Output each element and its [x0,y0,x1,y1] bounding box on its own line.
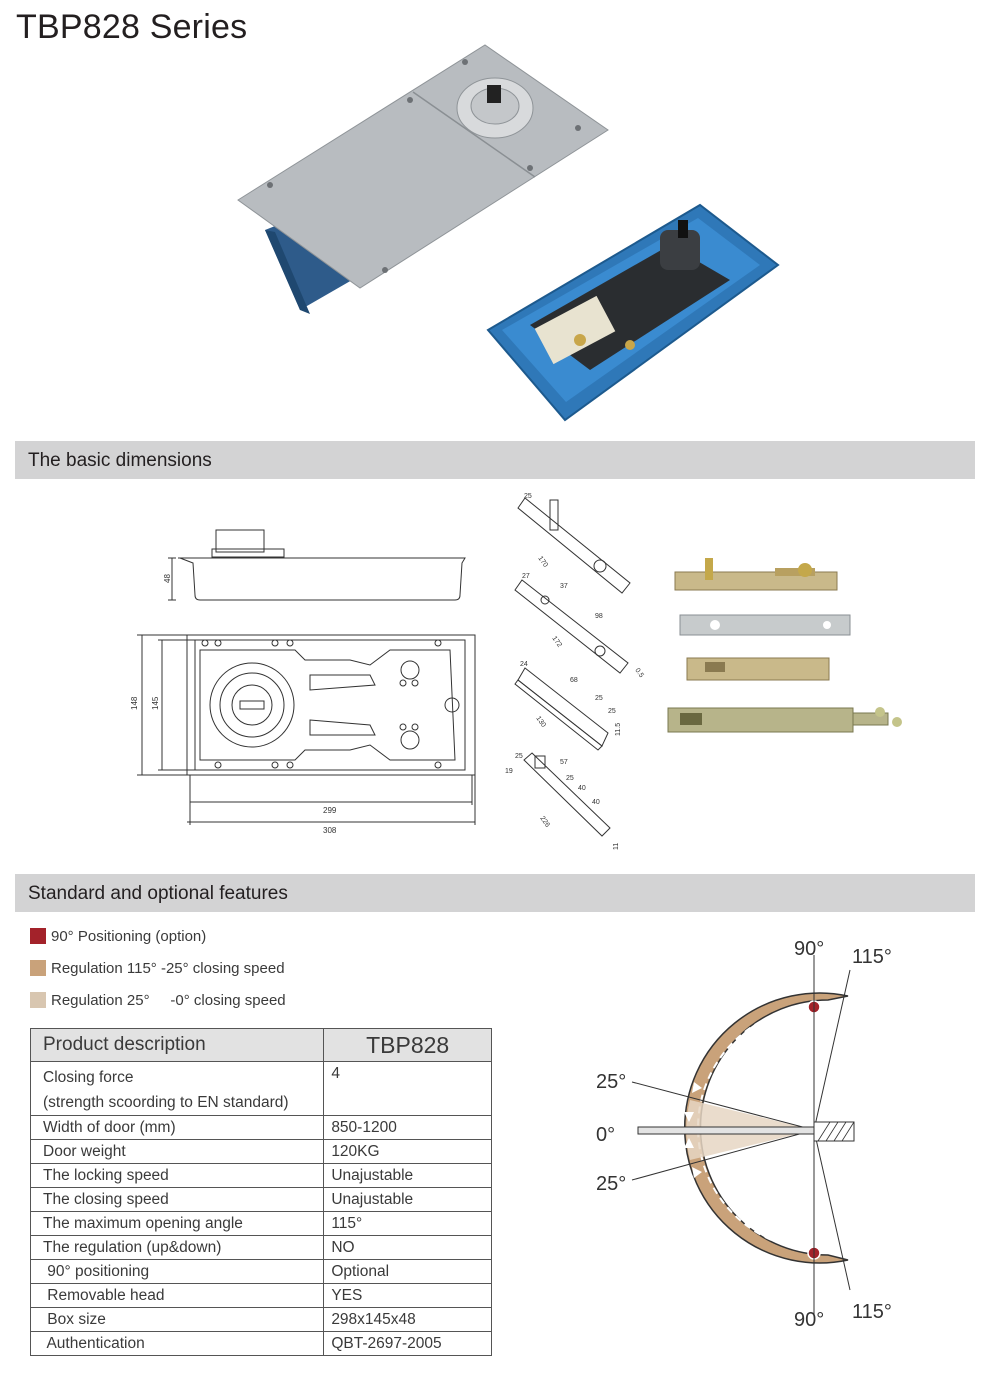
dim-part3-f: 11.5 [615,723,622,736]
dim-part4-a: 25 [515,753,523,760]
legend-swatch [30,960,46,976]
dim-148: 148 [130,696,139,710]
label-upper-25: 25° [596,1071,626,1093]
parts-photo [667,558,902,733]
dim-part3-e: 130 [534,715,546,729]
table-header-description: Product description [29,1028,325,1062]
dim-part3-b: 68 [570,677,578,684]
section-header-features: Standard and optional features [15,874,975,912]
page-title: TBP828 Series [16,8,248,46]
dim-part4-f: 40 [592,799,600,806]
parts-drawing: 25 170 27 37 98 172 0.5 24 68 25 25 130 … [505,493,645,850]
table-row: Width of door (mm)850-1200 [29,1115,492,1140]
section-header-dimensions: The basic dimensions [15,441,975,479]
legend-swatch [30,928,46,944]
dim-part3-d: 25 [608,708,616,715]
dim-part1-b: 170 [536,555,548,569]
spec-table: Product description TBP828 Closing force… [29,1028,492,1356]
label-top-90: 90° [794,938,824,960]
legend-swatch [30,992,46,1008]
dim-48: 48 [163,574,172,583]
label-bottom-115: 115° [852,1301,892,1323]
dim-part3-a: 24 [520,661,528,668]
dim-part2-b: 37 [560,583,568,590]
label-top-115: 115° [852,946,892,968]
dim-part1-a: 25 [524,493,532,500]
dim-299: 299 [323,806,337,815]
product-photo [237,44,780,422]
dim-part2-d: 172 [550,635,562,649]
dimension-drawing: 48 148 145 299 308 [130,529,476,835]
label-zero: 0° [596,1124,615,1146]
dim-part4-b: 19 [505,768,513,775]
dim-308: 308 [323,826,337,835]
dim-part3-c: 25 [595,695,603,702]
dim-145: 145 [151,696,160,710]
dim-part4-e: 40 [578,785,586,792]
label-lower-25: 25° [596,1173,626,1195]
table-row: The regulation (up&down)NO [29,1235,492,1260]
dim-part4-h: 11 [613,843,620,850]
dim-part2-a: 27 [522,573,530,580]
dim-part4-g: 226 [538,815,550,829]
table-header-model: TBP828 [323,1028,492,1062]
table-row: Closing force (strength scoording to EN … [29,1061,492,1116]
dim-part2-e: 0.5 [633,667,644,679]
label-bottom-90: 90° [794,1309,824,1331]
dim-part4-c: 57 [560,759,568,766]
dim-part2-c: 98 [595,613,603,620]
angle-diagram: 90° 115° 25° 0° 25° 90° 115° [596,938,892,1331]
dim-part4-d: 25 [566,775,574,782]
